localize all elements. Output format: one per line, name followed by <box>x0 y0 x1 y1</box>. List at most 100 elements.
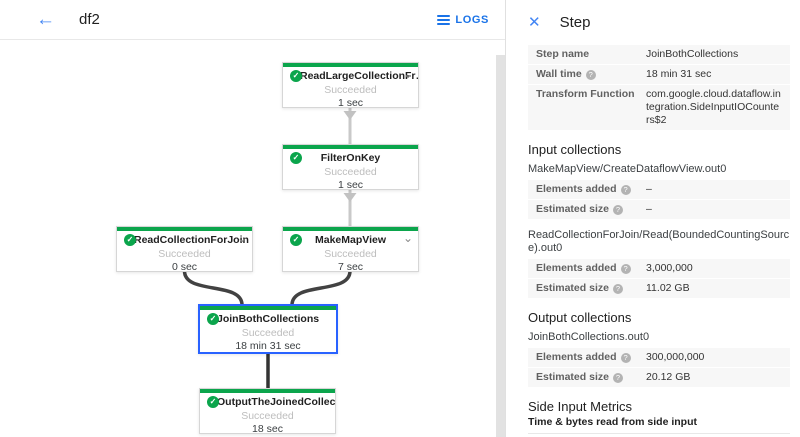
success-check-icon: ✓ <box>290 152 302 164</box>
input-collection-group: ReadCollectionForJoin/Read(BoundedCounti… <box>528 229 790 298</box>
help-icon[interactable]: ? <box>620 185 631 195</box>
summary-label: Wall time? <box>536 68 646 81</box>
metric-label: Elements added? <box>536 183 646 196</box>
input-collection-group: MakeMapView/CreateDataflowView.out0 Elem… <box>528 163 790 219</box>
side-input-metrics-heading: Side Input Metrics <box>528 399 633 414</box>
summary-row-wall-time: Wall time? 18 min 31 sec <box>528 65 790 84</box>
node-success-bar <box>200 389 335 393</box>
node-success-bar <box>117 227 252 231</box>
help-icon[interactable]: ? <box>620 353 631 363</box>
metric-label: Elements added? <box>536 351 646 364</box>
side-input-metrics-subtitle: Time & bytes read from side input <box>528 416 698 428</box>
help-icon[interactable]: ? <box>612 373 623 383</box>
metric-label: Estimated size? <box>536 203 646 216</box>
metric-value: – <box>646 183 652 195</box>
node-time: 7 sec <box>337 261 364 273</box>
graph-scrollbar[interactable] <box>496 55 505 437</box>
help-icon[interactable]: ? <box>612 205 623 215</box>
metric-value: 20.12 GB <box>646 371 691 383</box>
node-title: ReadCollectionForJoin <box>134 234 249 246</box>
close-icon[interactable]: ✕ <box>528 14 541 31</box>
node-time: 18 sec <box>252 423 283 435</box>
metric-row-estimated-size: Estimated size? – <box>528 200 790 219</box>
job-toolbar: ← df2 LOGS <box>0 0 505 40</box>
metric-label: Estimated size? <box>536 371 646 384</box>
step-node-readlargecollection[interactable]: ✓ ReadLargeCollectionFr… ⌄ Succeeded 1 s… <box>282 62 419 109</box>
step-panel-body: Step name JoinBothCollections Wall time?… <box>506 44 800 437</box>
help-icon[interactable]: ? <box>620 264 631 274</box>
step-details-panel: ✕ Step Step name JoinBothCollections Wal… <box>506 0 800 437</box>
node-time: 18 min 31 sec <box>235 340 301 352</box>
step-node-filteronkey[interactable]: ✓ FilterOnKey Succeeded 1 sec <box>282 144 419 191</box>
output-collections-heading: Output collections <box>528 310 632 325</box>
node-success-bar <box>283 145 418 149</box>
logs-button[interactable]: LOGS <box>437 14 489 26</box>
summary-value: 18 min 31 sec <box>646 68 712 80</box>
col-bytes-read: Bytes read <box>755 433 790 437</box>
collection-name: JoinBothCollections.out0 <box>528 331 650 343</box>
step-node-readcollectionforjoin[interactable]: ✓ ReadCollectionForJoin ⌄ Succeeded 0 se… <box>116 226 253 273</box>
step-panel-header: ✕ Step <box>506 0 800 44</box>
output-collection-group: JoinBothCollections.out0 Elements added?… <box>528 331 790 387</box>
summary-row-step-name: Step name JoinBothCollections <box>528 45 790 64</box>
node-title: OutputTheJoinedCollec… <box>217 396 335 408</box>
metric-value: – <box>646 203 652 215</box>
help-icon[interactable]: ? <box>585 70 596 80</box>
chevron-down-icon[interactable]: ⌄ <box>402 233 413 245</box>
metric-label: Elements added? <box>536 262 646 275</box>
chevron-down-icon[interactable]: ⌄ <box>236 233 247 245</box>
success-check-icon: ✓ <box>290 234 302 246</box>
collection-name: MakeMapView/CreateDataflowView.out0 <box>528 163 727 175</box>
metric-label: Estimated size? <box>536 282 646 295</box>
success-check-icon: ✓ <box>290 70 302 82</box>
node-status: Succeeded <box>241 327 295 339</box>
metric-row-elements-added: Elements added? 300,000,000 <box>528 348 790 367</box>
metric-value: 3,000,000 <box>646 262 693 274</box>
success-check-icon: ✓ <box>124 234 136 246</box>
metric-row-elements-added: Elements added? – <box>528 180 790 199</box>
chevron-down-icon[interactable]: ⌄ <box>402 69 413 81</box>
success-check-icon: ✓ <box>207 313 219 325</box>
node-title: ReadLargeCollectionFr… <box>300 70 418 82</box>
help-icon[interactable]: ? <box>612 284 623 294</box>
node-status: Succeeded <box>324 248 377 260</box>
metric-row-estimated-size: Estimated size? 20.12 GB <box>528 368 790 387</box>
node-time: 1 sec <box>337 97 364 109</box>
graph-edges <box>182 108 357 389</box>
summary-label: Step name <box>536 48 590 60</box>
node-status: Succeeded <box>158 248 211 260</box>
summary-row-transform-function: Transform Function com.google.cloud.data… <box>528 85 790 130</box>
metric-row-elements-added: Elements added? 3,000,000 <box>528 259 790 278</box>
pipeline-graph: ✓ ReadLargeCollectionFr… ⌄ Succeeded 1 s… <box>0 40 505 437</box>
node-status: Succeeded <box>324 84 377 96</box>
node-title: JoinBothCollections <box>217 313 320 325</box>
input-collections-heading: Input collections <box>528 142 622 157</box>
node-time: 1 sec <box>337 179 364 191</box>
success-check-icon: ✓ <box>207 396 219 408</box>
job-graph-panel: ← df2 LOGS ✓ <box>0 0 506 437</box>
list-icon <box>437 14 451 25</box>
back-arrow-icon[interactable]: ← <box>36 9 55 30</box>
metric-value: 300,000,000 <box>646 351 705 363</box>
step-node-makemapview[interactable]: ✓ MakeMapView ⌄ Succeeded 7 sec <box>282 226 419 273</box>
col-time-spent-reading: Time spent reading <box>665 433 756 437</box>
node-success-bar <box>283 227 418 231</box>
node-title: MakeMapView <box>314 234 386 246</box>
col-side-input-collection: Side input collection <box>528 433 666 437</box>
node-title: FilterOnKey <box>320 152 381 164</box>
side-input-metrics-table: Side input collection Time spent reading… <box>528 433 790 437</box>
summary-value: JoinBothCollections <box>646 48 739 60</box>
node-status: Succeeded <box>324 166 377 178</box>
node-time: 0 sec <box>171 261 198 273</box>
step-node-joinbothcollections-selected[interactable]: ✓ JoinBothCollections Succeeded 18 min 3… <box>198 304 338 354</box>
step-panel-title: Step <box>559 13 591 31</box>
summary-value: com.google.cloud.dataflow.integration.Si… <box>646 88 781 126</box>
node-success-bar <box>283 63 418 67</box>
step-node-outputthejoined[interactable]: ✓ OutputTheJoinedCollec… Succeeded 18 se… <box>199 388 336 435</box>
metric-row-estimated-size: Estimated size? 11.02 GB <box>528 279 790 298</box>
metric-value: 11.02 GB <box>646 282 690 294</box>
job-title: df2 <box>79 11 100 28</box>
node-success-bar <box>200 306 336 310</box>
logs-button-label: LOGS <box>455 13 489 26</box>
node-status: Succeeded <box>241 410 294 422</box>
